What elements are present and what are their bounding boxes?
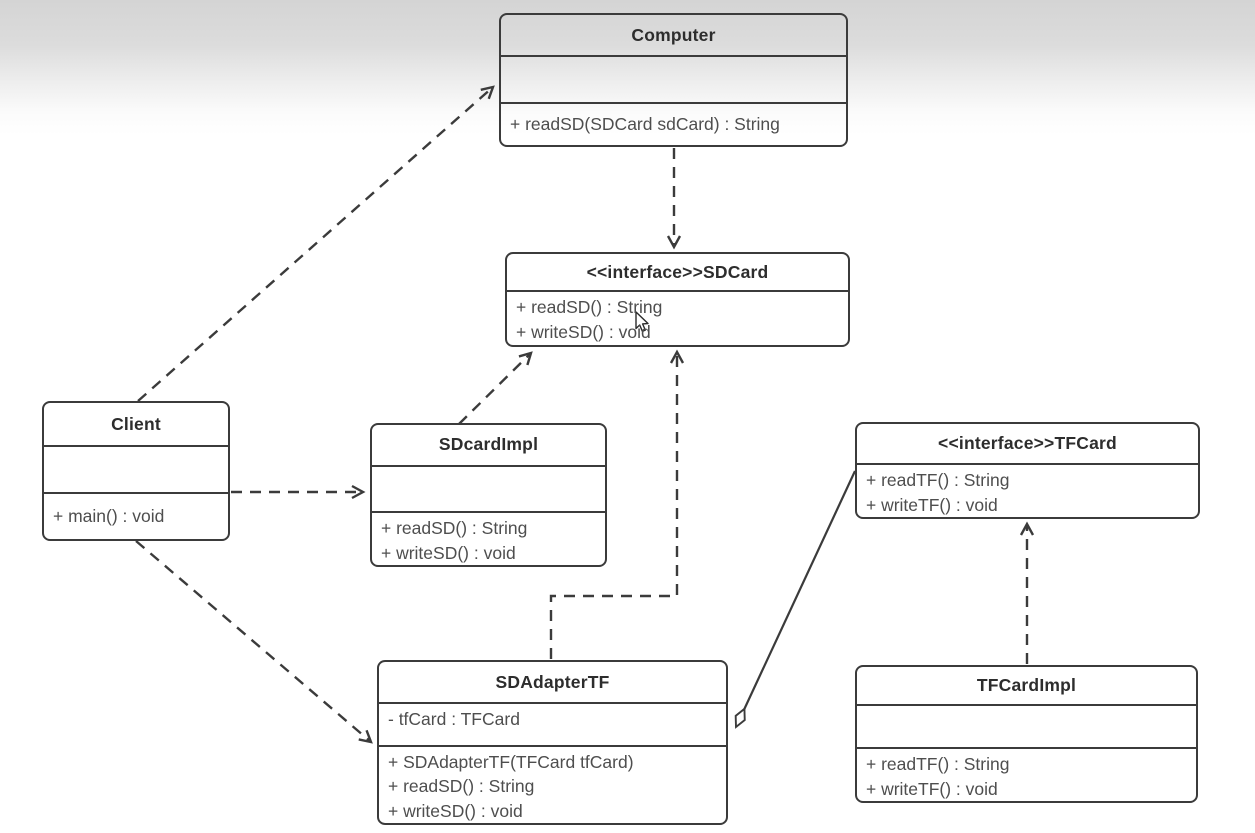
method-entry: + writeSD() : void xyxy=(388,800,523,821)
class-methods: + readTF() : String + writeTF() : void xyxy=(857,465,1198,517)
method-entry: + readSD() : String xyxy=(516,297,663,317)
realization-sdcardimpl-to-sdcard xyxy=(458,351,533,425)
attribute-entry: - tfCard : TFCard xyxy=(388,709,520,730)
dependency-client-to-sdadaptertf xyxy=(135,540,373,744)
method-entry: + SDAdapterTF(TFCard tfCard) xyxy=(388,751,634,772)
class-box-tfcardimpl: TFCardImpl + readTF() : String + writeTF… xyxy=(855,665,1198,803)
class-title-text: SDcardImpl xyxy=(438,434,539,455)
class-title: <<interface>>TFCard xyxy=(857,424,1198,465)
method-entry: + writeSD() : void xyxy=(381,542,516,563)
method-entry: + readSD(SDCard sdCard) : String xyxy=(510,114,780,135)
dependency-client-to-computer xyxy=(137,85,495,402)
class-title: <<interface>>SDCard xyxy=(507,254,848,292)
method-entry: + readSD() : String xyxy=(381,518,528,538)
class-title-text: TFCardImpl xyxy=(976,675,1077,696)
class-title: SDAdapterTF xyxy=(379,662,726,705)
realization-sdadaptertf-to-sdcard xyxy=(549,349,685,659)
class-attributes: - tfCard : TFCard xyxy=(379,704,726,747)
class-title: Client xyxy=(44,403,228,447)
class-box-sdcard-interface: <<interface>>SDCard + readSD() : String … xyxy=(505,252,850,347)
class-box-sdadaptertf: SDAdapterTF - tfCard : TFCard + SDAdapte… xyxy=(377,660,728,825)
class-title: Computer xyxy=(501,15,846,57)
class-title-text: <<interface>>TFCard xyxy=(938,433,1117,453)
class-title-text: Client xyxy=(111,413,161,434)
aggregation-tfcard-to-sdadaptertf xyxy=(736,470,856,727)
class-title: TFCardImpl xyxy=(857,667,1196,707)
class-attributes-empty xyxy=(372,467,605,513)
class-attributes-empty xyxy=(857,706,1196,749)
method-entry: + main() : void xyxy=(53,506,165,527)
class-box-sdcardimpl: SDcardImpl + readSD() : String + writeSD… xyxy=(370,423,607,567)
method-entry: + writeTF() : void xyxy=(866,494,998,515)
method-entry: + readTF() : String xyxy=(866,754,1010,774)
class-box-computer: Computer + readSD(SDCard sdCard) : Strin… xyxy=(499,13,848,147)
method-entry: + readSD() : String xyxy=(388,776,535,796)
class-methods: + main() : void xyxy=(44,494,228,539)
class-attributes-empty xyxy=(501,57,846,104)
method-entry: + writeTF() : void xyxy=(866,778,998,799)
class-title-text: <<interface>>SDCard xyxy=(586,261,769,282)
class-methods: + readTF() : String + writeTF() : void xyxy=(857,749,1196,801)
class-title-text: SDAdapterTF xyxy=(495,671,610,692)
class-box-client: Client + main() : void xyxy=(42,401,230,541)
class-methods: + readSD() : String + writeSD() : void xyxy=(372,513,605,565)
class-box-tfcard-interface: <<interface>>TFCard + readTF() : String … xyxy=(855,422,1200,519)
method-entry: + writeSD() : void xyxy=(516,321,651,342)
class-methods: + readSD(SDCard sdCard) : String xyxy=(501,104,846,145)
class-title-text: Computer xyxy=(631,24,716,45)
class-methods: + readSD() : String + writeSD() : void xyxy=(507,292,848,345)
mouse-cursor-icon xyxy=(635,311,649,332)
method-entry: + readTF() : String xyxy=(866,470,1010,490)
class-attributes-empty xyxy=(44,447,228,494)
class-title: SDcardImpl xyxy=(372,425,605,467)
class-methods: + SDAdapterTF(TFCard tfCard) + readSD() … xyxy=(379,747,726,824)
